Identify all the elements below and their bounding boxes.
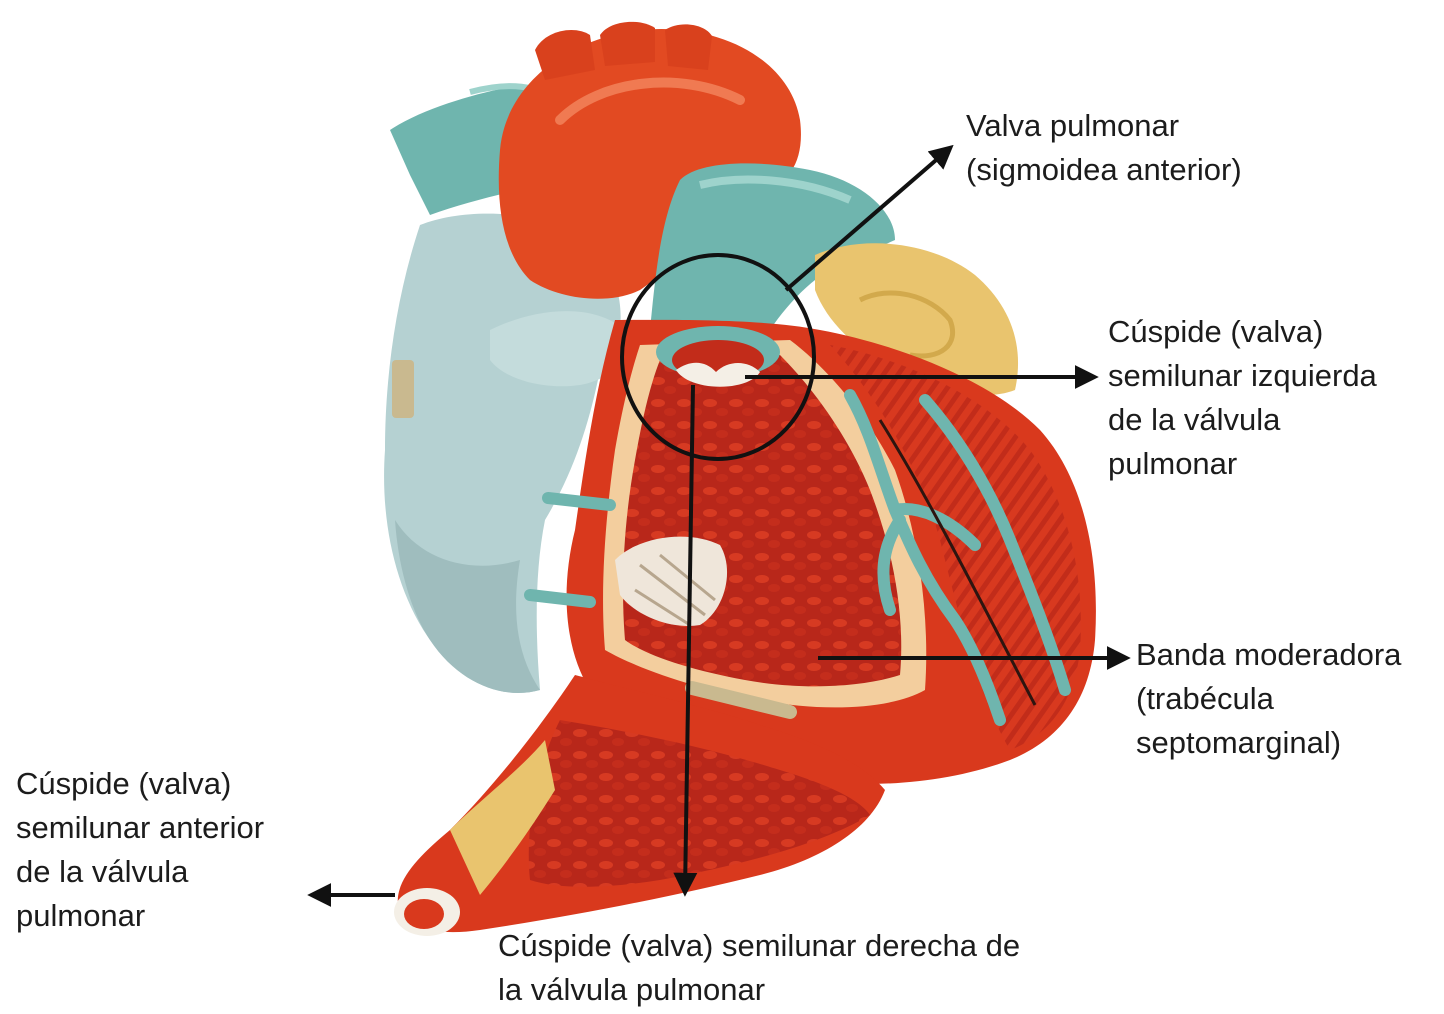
label-moderator-band: Banda moderadora (trabécula septomargina… bbox=[1136, 633, 1401, 765]
label-left-semilunar-cusp: Cúspide (valva) semilunar izquierda de l… bbox=[1108, 310, 1377, 486]
label-line: septomarginal) bbox=[1136, 721, 1401, 765]
aorta-branch-2 bbox=[600, 22, 655, 66]
label-line: de la válvula bbox=[1108, 398, 1377, 442]
label-line: semilunar anterior bbox=[16, 806, 264, 850]
label-line: pulmonar bbox=[16, 894, 264, 938]
label-line: Banda moderadora bbox=[1136, 633, 1401, 677]
label-line: Cúspide (valva) semilunar derecha de bbox=[498, 924, 1020, 968]
aorta-branch-3 bbox=[665, 24, 712, 70]
label-line: de la válvula bbox=[16, 850, 264, 894]
label-line: Valva pulmonar bbox=[966, 104, 1242, 148]
label-line: semilunar izquierda bbox=[1108, 354, 1377, 398]
anterior-cusp-center bbox=[404, 899, 444, 929]
label-line: (trabécula bbox=[1136, 677, 1401, 721]
label-line: Cúspide (valva) bbox=[1108, 310, 1377, 354]
label-pulmonary-valve: Valva pulmonar (sigmoidea anterior) bbox=[966, 104, 1242, 192]
label-line: la válvula pulmonar bbox=[498, 968, 1020, 1012]
label-anterior-semilunar-cusp: Cúspide (valva) semilunar anterior de la… bbox=[16, 762, 264, 938]
hinge-left bbox=[392, 360, 414, 418]
label-line: (sigmoidea anterior) bbox=[966, 148, 1242, 192]
label-line: pulmonar bbox=[1108, 442, 1377, 486]
label-right-semilunar-cusp: Cúspide (valva) semilunar derecha de la … bbox=[498, 924, 1020, 1012]
label-line: Cúspide (valva) bbox=[16, 762, 264, 806]
